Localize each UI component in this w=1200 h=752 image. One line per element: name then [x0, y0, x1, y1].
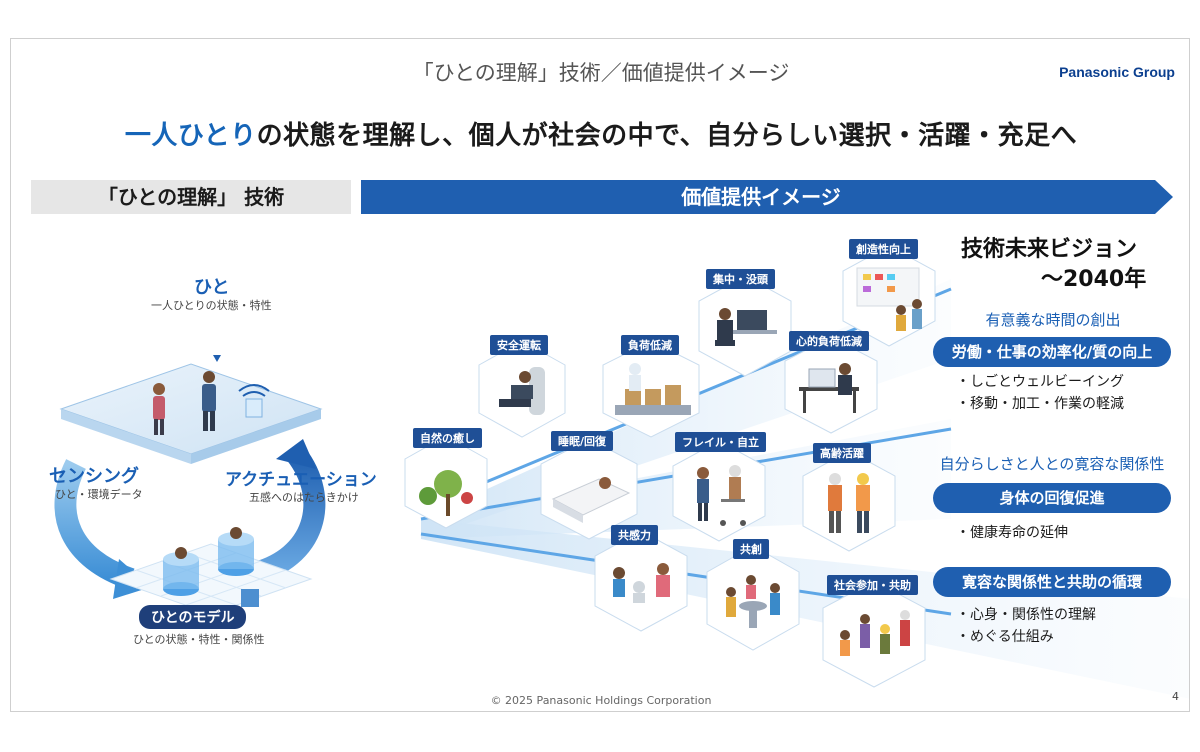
- hex-empathy: [593, 529, 689, 633]
- pill-mutual-aid: 寛容な関係性と共助の循環: [933, 567, 1171, 597]
- headline-highlight: 一人ひとり: [124, 121, 257, 151]
- bullet-healthy-life: 健康寿命の延伸: [956, 522, 1068, 544]
- headline: 一人ひとりの状態を理解し、個人が社会の中で、自分らしい選択・活躍・充足へ: [11, 115, 1189, 152]
- slide: 「ひとの理解」技術／価値提供イメージ Panasonic Group 一人ひとり…: [10, 38, 1190, 712]
- scene-label-social: 社会参加・共助: [827, 575, 918, 595]
- hito-cycle-diagram: [54, 355, 326, 615]
- hex-load-reduction: [601, 339, 701, 439]
- hex-elderly: [801, 449, 897, 553]
- actuation-sub: 五感へのはたらきかけ: [249, 491, 359, 504]
- bullet-movement-reduction: 移動・加工・作業の軽減: [956, 393, 1124, 415]
- hex-cocreation: [705, 544, 801, 652]
- scene-label-nature: 自然の癒し: [413, 428, 482, 448]
- scene-label-cocreation: 共創: [733, 539, 769, 559]
- category-title-1: 有意義な時間の創出: [985, 311, 1121, 329]
- category-title-2: 自分らしさと人との寛容な関係性: [939, 455, 1165, 473]
- model-badge: ひとのモデル: [139, 605, 247, 629]
- scene-label-frail: フレイル・自立: [675, 432, 766, 452]
- scene-label-elderly: 高齢活躍: [813, 443, 871, 463]
- hex-social: [821, 579, 927, 689]
- hex-safe-driving: [477, 339, 567, 439]
- hex-sleep: [539, 437, 639, 541]
- hex-creativity: [841, 244, 937, 348]
- scene-label-empathy: 共感力: [611, 525, 658, 545]
- value-arrow-banner: [361, 180, 1173, 214]
- headline-rest: の状態を理解し、個人が社会の中で、自分らしい選択・活躍・充足へ: [256, 121, 1078, 151]
- right-section-title: 価値提供イメージ: [681, 185, 841, 209]
- vision-title: 技術未来ビジョン ～2040年: [961, 235, 1146, 294]
- scene-label-focus: 集中・没頭: [706, 269, 775, 289]
- vision-title-line2: ～2040年: [1041, 266, 1147, 292]
- brand-logo: Panasonic Group: [1059, 64, 1175, 80]
- bullet-work-wellbeing: しごとウェルビーイング: [956, 371, 1124, 393]
- scene-label-safe-driving: 安全運転: [490, 335, 548, 355]
- sensing-sub: ひと・環境データ: [55, 488, 143, 501]
- hex-nature: [403, 434, 489, 530]
- actuation-label: アクチュエーション: [225, 470, 377, 490]
- hex-mental-load: [783, 335, 879, 435]
- hex-focus: [697, 274, 793, 378]
- copyright: © 2025 Panasonic Holdings Corporation: [490, 694, 712, 707]
- bullet-circulation: めぐる仕組み: [956, 626, 1054, 648]
- scene-label-creativity: 創造性向上: [849, 239, 918, 259]
- page-title: 「ひとの理解」技術／価値提供イメージ: [412, 61, 790, 85]
- scene-label-sleep: 睡眠/回復: [551, 431, 614, 451]
- bullet-understanding: 心身・関係性の理解: [956, 604, 1096, 626]
- scene-label-mental-load: 心的負荷低減: [789, 331, 869, 351]
- vision-title-line1: 技術未来ビジョン: [961, 237, 1138, 262]
- scene-label-load-reduction: 負荷低減: [621, 335, 679, 355]
- hito-sub: 一人ひとりの状態・特性: [151, 299, 272, 312]
- hex-frail: [671, 439, 767, 543]
- pill-efficiency: 労働・仕事の効率化/質の向上: [933, 337, 1171, 367]
- model-sub: ひとの状態・特性・関係性: [133, 633, 265, 646]
- hito-label: ひと: [194, 277, 230, 298]
- pill-recovery: 身体の回復促進: [933, 483, 1171, 513]
- left-section-title: 「ひとの理解」 技術: [31, 180, 351, 214]
- sensing-label: センシング: [49, 466, 139, 487]
- page-number: 4: [1172, 690, 1179, 703]
